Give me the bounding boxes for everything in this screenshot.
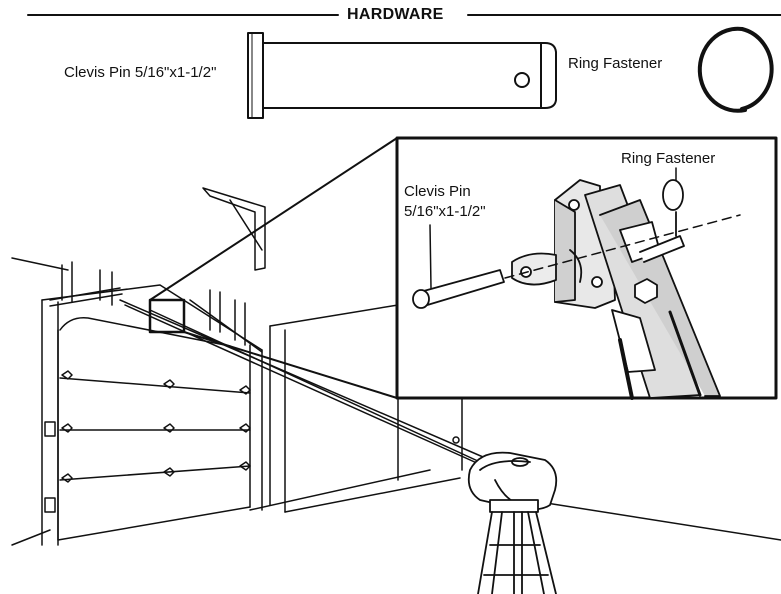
ring-fastener-label: Ring Fastener: [568, 55, 663, 72]
clevis-pin-detail: [412, 214, 741, 309]
ring-fastener-icon: [697, 26, 774, 113]
detail-clevis-pin-size: 5/16"x1-1/2": [404, 203, 486, 220]
clevis-pin-icon: [247, 32, 557, 119]
pin-pointer: [429, 224, 432, 289]
garage-door: [41, 261, 263, 546]
stepladder: [477, 499, 557, 594]
garage-door-opener: [467, 451, 558, 511]
ring-fastener-detail: [662, 179, 684, 237]
garage-walls: [11, 257, 781, 546]
hardware-title: HARDWARE: [347, 6, 444, 23]
clevis-pin-label: Clevis Pin 5/16"x1-1/2": [64, 64, 217, 81]
zoom-callout: [148, 137, 398, 399]
ceiling-bracket: [202, 187, 266, 271]
detail-ring-fastener-label: Ring Fastener: [621, 150, 716, 167]
detail-clevis-pin-label: Clevis Pin: [404, 183, 471, 200]
door-arm: [584, 184, 721, 400]
